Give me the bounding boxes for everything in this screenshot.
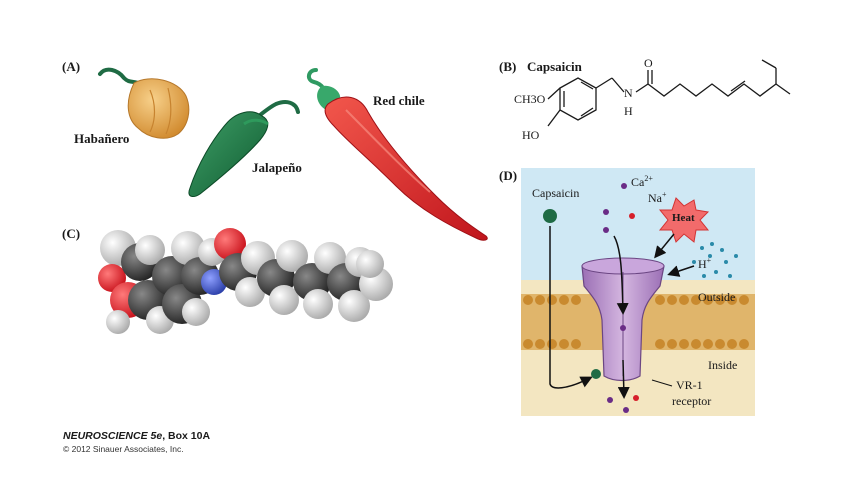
hydroxyl-group: HO (522, 128, 540, 142)
capsaicin-label: Capsaicin (532, 186, 580, 200)
copyright-line: © 2012 Sinauer Associates, Inc. (63, 444, 184, 454)
panel-c-label: (C) (62, 226, 81, 241)
inside-label: Inside (708, 358, 738, 372)
proton-charge: + (706, 256, 712, 265)
sodium-charge: + (662, 190, 667, 199)
heat-label: Heat (672, 212, 695, 224)
receptor-panel (521, 168, 755, 416)
sodium-symbol: Na (648, 191, 662, 205)
amide-nitrogen: N (624, 86, 633, 100)
calcium-charge: 2+ (644, 174, 653, 183)
carbonyl-oxygen: O (644, 56, 653, 70)
sodium-label: Na+ (648, 190, 667, 206)
red-chile-pepper (307, 68, 488, 241)
proton-label: H+ (698, 256, 711, 272)
capsaicin-structure (547, 59, 791, 127)
book-title: NEUROSCIENCE 5e (63, 430, 163, 442)
space-filling-model (98, 228, 393, 334)
receptor-label-line2: receptor (672, 394, 712, 408)
methoxy-group: CH3O (514, 92, 546, 106)
calcium-label: Ca2+ (631, 174, 653, 190)
proton-symbol: H (698, 257, 707, 271)
capsaicin-title: Capsaicin (527, 59, 582, 74)
box-number: Box 10A (168, 430, 211, 442)
book-credit: NEUROSCIENCE 5e, Box 10A (63, 430, 211, 442)
outside-label: Outside (698, 290, 736, 304)
habanero-pepper (98, 67, 190, 139)
jalapeno-label: Jalapeño (252, 160, 302, 175)
habanero-label: Habañero (74, 131, 130, 146)
calcium-symbol: Ca (631, 175, 645, 189)
amide-hydrogen: H (624, 104, 633, 118)
receptor-label-line1: VR-1 (676, 378, 703, 392)
red-chile-label: Red chile (373, 93, 425, 108)
jalapeno-pepper (188, 100, 300, 197)
panel-b-label: (B) (499, 59, 517, 74)
panel-d-label: (D) (499, 168, 518, 183)
panel-a-label: (A) (62, 59, 81, 74)
